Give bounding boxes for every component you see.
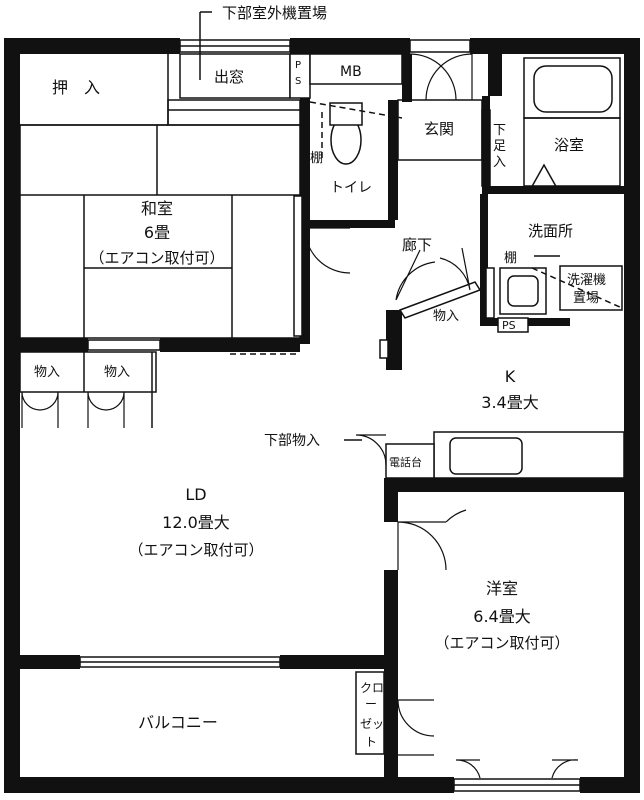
label-tana-toilet: 棚 bbox=[310, 151, 323, 166]
label-bath: 浴室 bbox=[554, 136, 584, 154]
yoshitsu-closet bbox=[355, 671, 385, 755]
label-ld-size: 12.0畳大 bbox=[162, 513, 230, 532]
windows bbox=[79, 39, 581, 792]
label-tana-senmen: 棚 bbox=[504, 251, 517, 266]
label-closet-1: クロ bbox=[360, 681, 384, 695]
label-ld-name: LD bbox=[185, 485, 206, 504]
doors bbox=[21, 53, 579, 779]
label-ps-top-2: S bbox=[295, 76, 301, 87]
label-balcony: バルコニー bbox=[138, 713, 218, 732]
label-kitchen-name: K bbox=[505, 367, 516, 386]
tatami-mats bbox=[19, 124, 303, 339]
label-mb: MB bbox=[340, 64, 362, 80]
label-getabako-1: 下 bbox=[493, 123, 506, 138]
label-genkan: 玄関 bbox=[424, 120, 454, 138]
label-oshiire: 押 入 bbox=[52, 78, 100, 97]
outer-walls bbox=[4, 38, 640, 793]
senmen-fixtures bbox=[485, 255, 623, 319]
labels: 下部室外機置場 押 入 出窓 P S MB 和室 6畳 （エアコン取付可） 棚 … bbox=[34, 4, 606, 749]
label-monoire-left: 物入 bbox=[34, 365, 60, 380]
label-ps-top-1: P bbox=[295, 60, 301, 71]
label-lower-storage: 下部物入 bbox=[264, 433, 320, 449]
label-yoshitsu-note: （エアコン取付可） bbox=[434, 634, 569, 652]
label-washer-2: 置場 bbox=[573, 291, 599, 306]
label-washitsu-note: （エアコン取付可） bbox=[89, 249, 224, 267]
label-outdoor-unit: 下部室外機置場 bbox=[222, 4, 327, 22]
label-getabako-2: 足 bbox=[493, 139, 506, 154]
label-closet-3: ゼッ bbox=[360, 717, 384, 731]
label-yoshitsu-name: 洋室 bbox=[486, 579, 518, 598]
label-rouka: 廊下 bbox=[402, 236, 432, 254]
toilet-fixture bbox=[309, 101, 403, 165]
label-kitchen-size: 3.4畳大 bbox=[481, 393, 538, 412]
label-senmen: 洗面所 bbox=[528, 222, 573, 240]
kitchen-counter bbox=[385, 431, 625, 479]
label-washitsu-size: 6畳 bbox=[144, 223, 170, 242]
label-monoire-hall: 物入 bbox=[433, 309, 459, 324]
top-row-fixtures bbox=[20, 53, 403, 126]
label-demado: 出窓 bbox=[214, 68, 244, 86]
interior-walls bbox=[4, 54, 624, 777]
label-washer-1: 洗濯機 bbox=[567, 273, 606, 288]
label-ps-bottom: PS bbox=[502, 319, 516, 332]
label-phone-stand: 電話台 bbox=[389, 455, 422, 469]
hall-storage bbox=[398, 281, 529, 333]
label-closet-4: ト bbox=[365, 735, 377, 749]
genkan bbox=[397, 99, 491, 187]
bathtub bbox=[523, 57, 621, 191]
label-closet-2: ー bbox=[365, 697, 377, 711]
label-toilet: トイレ bbox=[330, 180, 372, 196]
label-ld-note: （エアコン取付可） bbox=[128, 541, 263, 559]
label-washitsu-name: 和室 bbox=[141, 199, 173, 218]
label-yoshitsu-size: 6.4畳大 bbox=[473, 607, 530, 626]
label-getabako-3: 入 bbox=[493, 155, 506, 170]
label-monoire-right: 物入 bbox=[104, 365, 130, 380]
